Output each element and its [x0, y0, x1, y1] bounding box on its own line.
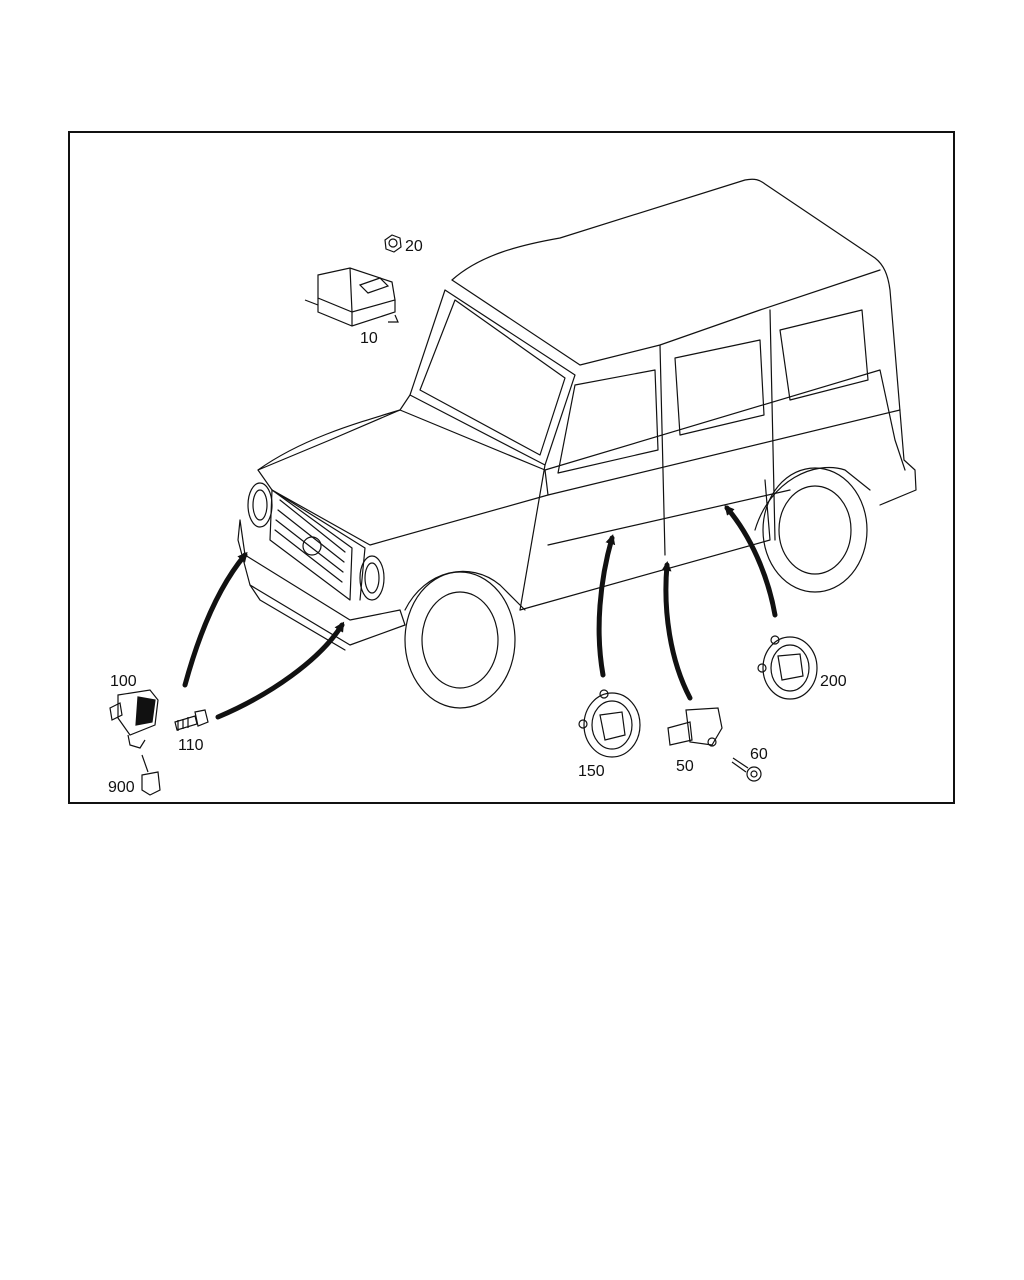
callout-50: 50: [676, 758, 694, 775]
headlight-left: [247, 482, 273, 528]
callout-60: 60: [750, 746, 768, 763]
roof-line: [451, 269, 881, 366]
callout-150: 150: [578, 763, 605, 780]
callout-200: 200: [820, 673, 847, 690]
diagram-frame: [68, 131, 955, 804]
bolt-110-part: [174, 709, 209, 731]
callout-900: 900: [108, 779, 135, 796]
callout-110: 110: [178, 737, 204, 754]
arrows: [182, 504, 778, 720]
window-rear: [779, 309, 869, 401]
rear-wheel: [762, 467, 868, 593]
callout-20: 20: [405, 238, 423, 255]
nut-part: [384, 234, 402, 253]
sensor-50-part: [667, 707, 723, 747]
callout-10: 10: [360, 330, 378, 347]
roof: [451, 178, 917, 506]
front-door: [659, 344, 666, 556]
body-side: [544, 369, 906, 471]
grille: [269, 489, 353, 601]
pressure-sensor-150-part: [578, 689, 641, 758]
front-bumper: [237, 519, 406, 646]
window-middle: [674, 339, 765, 436]
sensor-100-part: [109, 689, 159, 749]
control-unit-part: [304, 267, 399, 327]
vehicle-outline: [237, 178, 917, 709]
headlight-right: [359, 555, 385, 601]
arrow-200: [724, 504, 778, 618]
arrow-50: [661, 561, 693, 701]
windshield: [409, 289, 576, 466]
emblem: [302, 536, 322, 556]
connector-900-part: [141, 754, 161, 796]
screw-60-part: [731, 757, 762, 782]
arrow-100: [182, 551, 248, 688]
arrow-110: [215, 621, 345, 720]
pressure-sensor-200-part: [757, 635, 818, 700]
callout-100: 100: [110, 673, 137, 690]
window-front: [557, 369, 659, 474]
arrow-150: [596, 534, 616, 678]
hood: [257, 409, 549, 546]
